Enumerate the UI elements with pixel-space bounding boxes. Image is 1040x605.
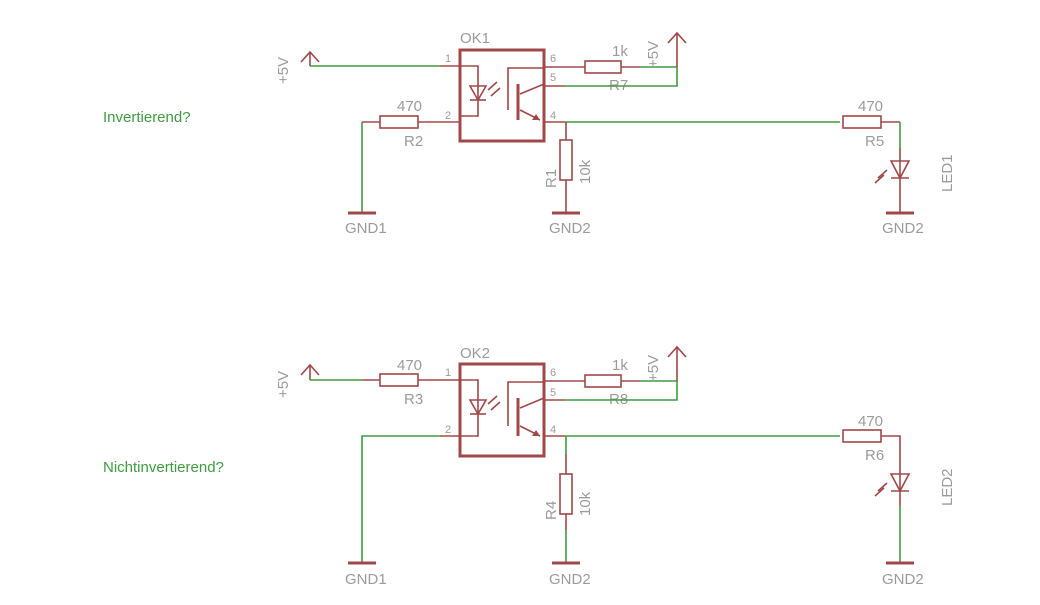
circuit-invertierend: Invertierend? +5V OK1 1 2 4 [103, 30, 956, 237]
pin-5-label-2: 5 [550, 387, 556, 399]
resistor-r1: R1 10k [543, 122, 594, 213]
r4-value: 10k [577, 491, 594, 516]
supply-right-2: +5V [645, 345, 687, 382]
circuit-1-title: Invertierend? [103, 109, 191, 126]
led-led1: LED1 [874, 148, 956, 213]
circuit-2-title: Nichtinvertierend? [103, 459, 224, 476]
ground-gnd1-a: GND1 [345, 211, 387, 237]
ground-gnd2-d: GND2 [882, 561, 924, 588]
pin-4-label: 4 [550, 110, 556, 122]
led1-label: LED1 [939, 154, 956, 192]
resistor-r3: 470 R3 [362, 357, 460, 408]
gnd2-label-d: GND2 [882, 571, 924, 588]
r7-value: 1k [612, 43, 628, 60]
pin-1-label: 1 [445, 53, 451, 65]
r6-name: R6 [865, 447, 884, 464]
pin-2-label-2: 2 [445, 424, 451, 436]
gnd1-label-c: GND1 [345, 571, 387, 588]
pin-6-label-2: 6 [550, 367, 556, 379]
optocoupler-ok2-label: OK2 [460, 345, 490, 362]
pin-2-label: 2 [445, 110, 451, 122]
ground-gnd2-a: GND2 [549, 211, 591, 237]
r3-value: 470 [397, 357, 422, 374]
resistor-r5: 470 R5 [842, 98, 900, 150]
gnd2-label-a: GND2 [549, 220, 591, 237]
r6-value: 470 [858, 413, 883, 430]
circuit-nichtinvertierend: Nichtinvertierend? +5V 470 R3 OK2 [103, 345, 956, 588]
supply-left-2-label: +5V [275, 371, 292, 398]
r5-value: 470 [858, 98, 883, 115]
resistor-r4: R4 10k [543, 436, 594, 563]
resistor-r2: 470 R2 [362, 98, 460, 150]
pin-1-label-2: 1 [445, 367, 451, 379]
ground-gnd2-b: GND2 [882, 211, 924, 237]
wire-pin2-gnd1 [361, 435, 440, 563]
wire-collector-5v-2 [565, 380, 678, 401]
r4-name: R4 [543, 501, 560, 520]
supply-right-1: +5V [645, 31, 687, 68]
ground-gnd1-c: GND1 [345, 561, 387, 588]
supply-right-2-label: +5V [645, 355, 662, 382]
resistor-r6: 470 R6 [842, 413, 901, 464]
pin-4-label-2: 4 [550, 424, 556, 436]
r3-name: R3 [404, 391, 423, 408]
optocoupler-ok2: OK2 1 2 4 5 6 [445, 345, 556, 458]
optocoupler-ok1-label: OK1 [460, 30, 490, 47]
pin-6-label: 6 [550, 53, 556, 65]
r2-value: 470 [397, 98, 422, 115]
ground-gnd2-c: GND2 [549, 561, 591, 588]
r5-name: R5 [865, 133, 884, 150]
supply-left-2: +5V [275, 363, 320, 398]
led2-label: LED2 [939, 468, 956, 506]
gnd2-label-c: GND2 [549, 571, 591, 588]
r1-value: 10k [577, 159, 594, 184]
optocoupler-ok1: OK1 1 2 4 5 6 [445, 30, 556, 143]
pin-5-label: 5 [550, 72, 556, 84]
r8-value: 1k [612, 357, 628, 374]
r2-name: R2 [404, 133, 423, 150]
resistor-r8: 1k R8 [565, 357, 640, 408]
r1-name: R1 [543, 169, 560, 188]
supply-left-1: +5V [275, 50, 320, 84]
supply-right-1-label: +5V [645, 41, 662, 68]
gnd1-label-a: GND1 [345, 220, 387, 237]
gnd2-label-b: GND2 [882, 220, 924, 237]
supply-left-1-label: +5V [275, 57, 292, 84]
wire-collector-5v-1 [565, 66, 678, 87]
led-led2: LED2 [874, 460, 956, 506]
